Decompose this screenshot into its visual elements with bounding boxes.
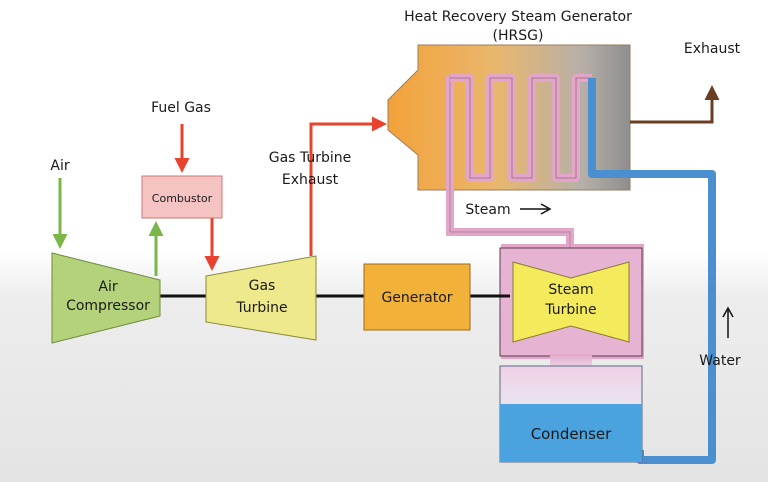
gas-turbine-exhaust-label-1: Gas Turbine — [269, 150, 352, 166]
air-compressor-label-1: Air — [98, 279, 117, 295]
air-label: Air — [50, 158, 69, 174]
hrsg-serpentine-outline — [450, 77, 592, 179]
exhaust-label: Exhaust — [684, 41, 741, 57]
hrsg-serpentine-tubes — [450, 74, 592, 182]
exhaust-arrow — [630, 85, 720, 124]
generator — [363, 263, 471, 331]
steam-label: Steam — [465, 202, 510, 218]
air-compressor-label-2: Compressor — [66, 298, 150, 314]
combustor — [141, 175, 223, 219]
steam-turbine-label-1: Steam — [548, 282, 593, 298]
gas-turbine-label-1: Gas — [249, 278, 276, 294]
condenser-label: Condenser — [531, 425, 612, 443]
steam-pipe-outline — [449, 75, 571, 248]
steam-turbine — [512, 261, 630, 343]
gas-turbine-exhaust-label-2: Exhaust — [282, 172, 339, 188]
water-direction-arrowhead — [722, 306, 734, 318]
air-compressor — [51, 252, 161, 344]
steam-direction-arrowhead — [540, 203, 552, 215]
gas-turbine-exhaust-arrow — [309, 116, 387, 256]
gas-turbine — [205, 255, 317, 341]
fuel-gas-label: Fuel Gas — [151, 100, 211, 116]
condenser-water — [500, 404, 642, 462]
water-label: Water — [699, 353, 741, 369]
combustor-label: Combustor — [152, 192, 213, 205]
gas-turbine-label-2: Turbine — [235, 300, 287, 316]
generator-label: Generator — [381, 290, 452, 306]
hrsg-subtitle: (HRSG) — [493, 28, 544, 44]
condenser-neck — [550, 354, 592, 368]
steam-turbine-label-2: Turbine — [544, 302, 596, 318]
hrsg-title: Heat Recovery Steam Generator — [404, 9, 632, 25]
